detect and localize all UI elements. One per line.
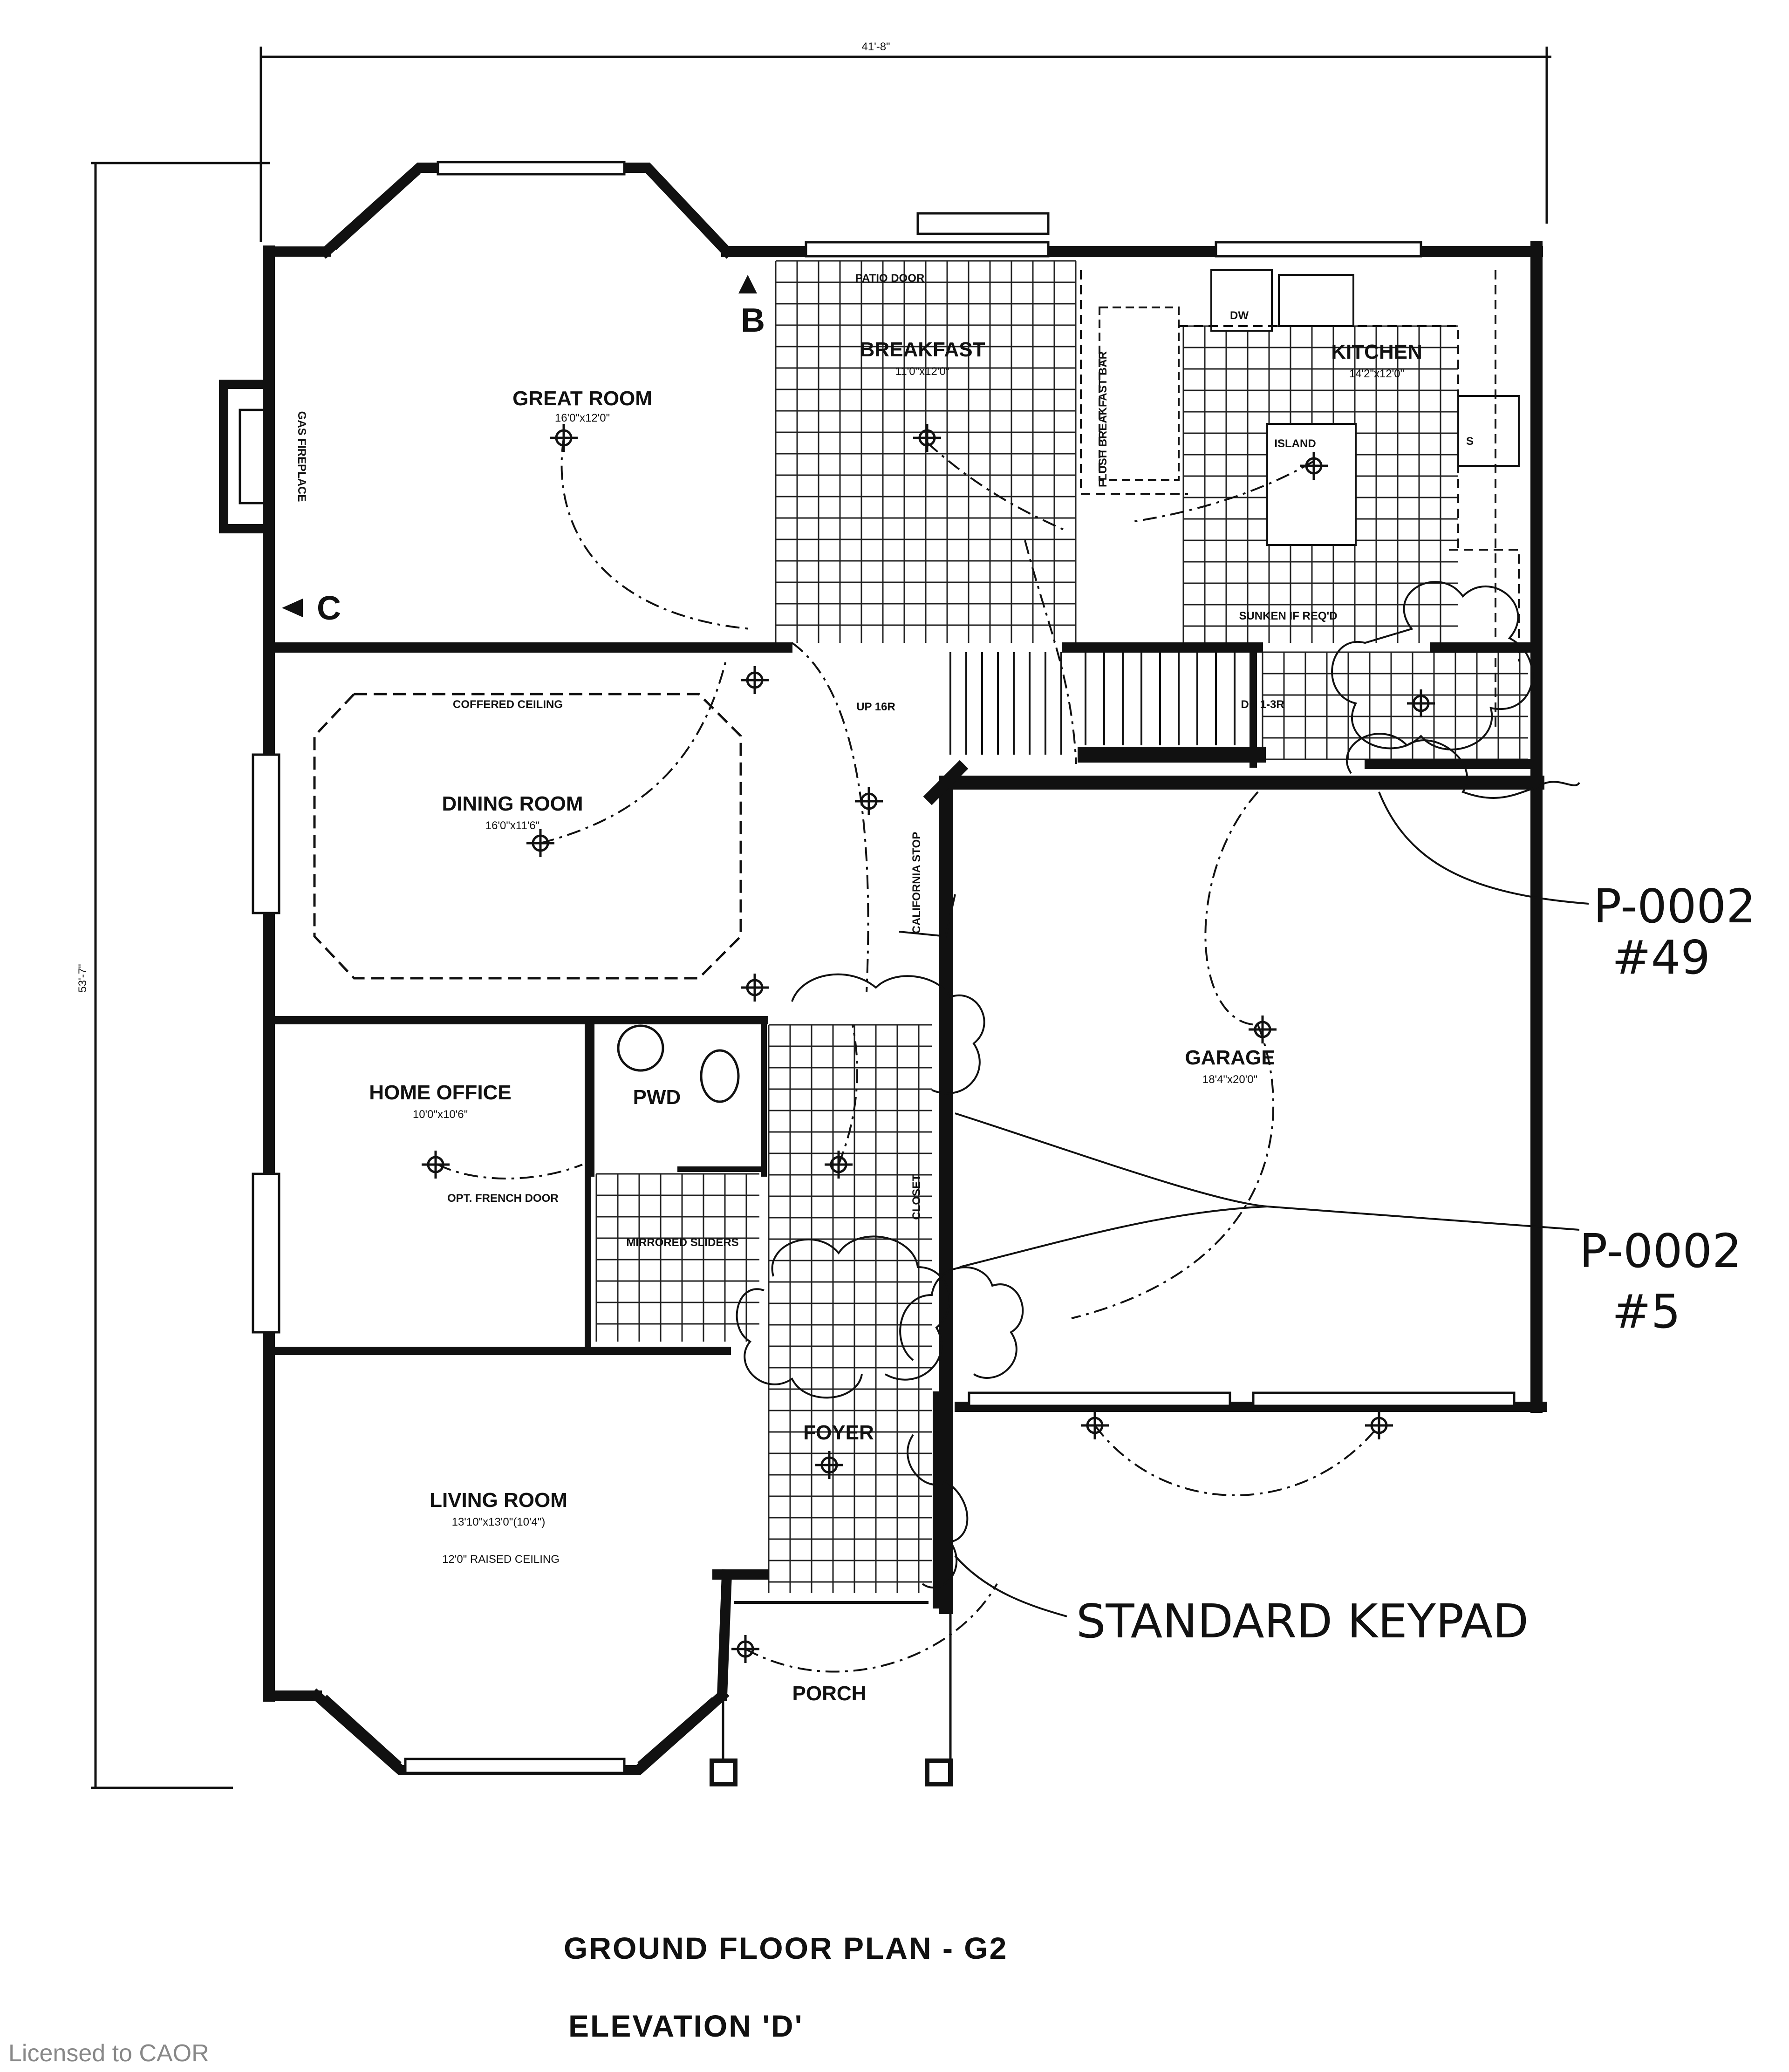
sink-note: S xyxy=(1466,435,1474,448)
elevation-title: ELEVATION 'D' xyxy=(568,2009,803,2043)
living-room-ceiling-note: 12'0" RAISED CEILING xyxy=(442,1553,560,1566)
great-room-label: GREAT ROOM xyxy=(512,387,652,410)
ref1-code: P-0002 xyxy=(1593,879,1756,934)
section-marker-c: C xyxy=(282,590,341,627)
floor-tile-grids xyxy=(595,260,1528,1593)
stove xyxy=(1457,395,1520,467)
dishwasher-note: DW xyxy=(1230,309,1249,322)
dishwasher xyxy=(1210,269,1273,332)
kitchen-cabinets xyxy=(1080,270,1520,727)
closet-note: CLOSET xyxy=(910,1174,923,1220)
kitchen-island xyxy=(1266,423,1357,546)
gas-fireplace-note: GAS FIREPLACE xyxy=(295,411,308,502)
breakfast-size: 11'0"x12'0" xyxy=(895,365,950,378)
flush-breakfast-bar-note: FLUSH BREAKFAST BAR xyxy=(1097,351,1109,487)
handwritten-markups xyxy=(736,581,1580,1588)
toilet-icon xyxy=(700,1049,740,1103)
up-stair-note: UP 16R xyxy=(856,701,895,713)
stair-down-note: DN 1-3R xyxy=(1241,698,1284,711)
coffered-ceiling-outline xyxy=(313,693,742,980)
ref2-code: P-0002 xyxy=(1579,1224,1742,1278)
patio-door-note: PATIO DOOR xyxy=(855,272,924,285)
ref2-number: #5 xyxy=(1612,1284,1680,1339)
porch-label: PORCH xyxy=(792,1682,867,1705)
kitchen-label: KITCHEN xyxy=(1331,341,1422,363)
garage-label: GARAGE xyxy=(1185,1046,1275,1069)
basin-icon xyxy=(617,1024,664,1072)
section-marker-b: B xyxy=(738,275,765,339)
windows xyxy=(252,161,1516,1774)
home-office-size: 10'0"x10'6" xyxy=(413,1108,468,1121)
garage-size: 18'4"x20'0" xyxy=(1202,1073,1257,1086)
living-room-label: LIVING ROOM xyxy=(430,1489,567,1512)
ref1-number: #49 xyxy=(1612,930,1710,985)
dining-room-size: 16'0"x11'6" xyxy=(485,819,540,832)
light-fixtures xyxy=(422,424,1435,1663)
coffered-ceiling-note: COFFERED CEILING xyxy=(453,698,563,711)
width-dimension: 41'-8" xyxy=(861,41,890,53)
kitchen-sink xyxy=(1278,274,1354,327)
living-room-size: 13'10"x13'0"(10'4") xyxy=(452,1516,546,1528)
foyer-label: FOYER xyxy=(803,1421,874,1444)
island-note: ISLAND xyxy=(1274,437,1316,450)
lighting-circuits xyxy=(437,437,1380,1673)
powder-room-label: PWD xyxy=(633,1086,681,1109)
walls xyxy=(219,163,1547,1786)
breakfast-label: BREAKFAST xyxy=(860,338,985,361)
depth-dimension: 53'-7" xyxy=(76,964,89,992)
stair-treads xyxy=(949,652,1236,755)
svg-text:C: C xyxy=(317,590,341,627)
sunken-note: SUNKEN IF REQ'D xyxy=(1239,610,1337,622)
annotation-leaders xyxy=(954,791,1589,1617)
svg-text:B: B xyxy=(741,302,765,339)
mirrored-sliders-note: MIRRORED SLIDERS xyxy=(626,1236,738,1249)
dining-room-label: DINING ROOM xyxy=(442,792,583,815)
great-room-size: 16'0"x12'0" xyxy=(555,412,610,424)
dimension-lines xyxy=(91,47,1551,1789)
home-office-label: HOME OFFICE xyxy=(369,1081,512,1104)
california-stop-note: CALIFORNIA STOP xyxy=(910,832,923,934)
opt-french-door-note: OPT. FRENCH DOOR xyxy=(447,1192,559,1205)
plan-title: GROUND FLOOR PLAN - G2 xyxy=(564,1931,1008,1965)
breakfast-bar xyxy=(1099,307,1180,481)
kitchen-size: 14'2"x12'0" xyxy=(1349,368,1404,380)
standard-keypad-note: STANDARD KEYPAD xyxy=(1076,1594,1529,1649)
license-watermark: Licensed to CAOR xyxy=(8,2040,209,2067)
